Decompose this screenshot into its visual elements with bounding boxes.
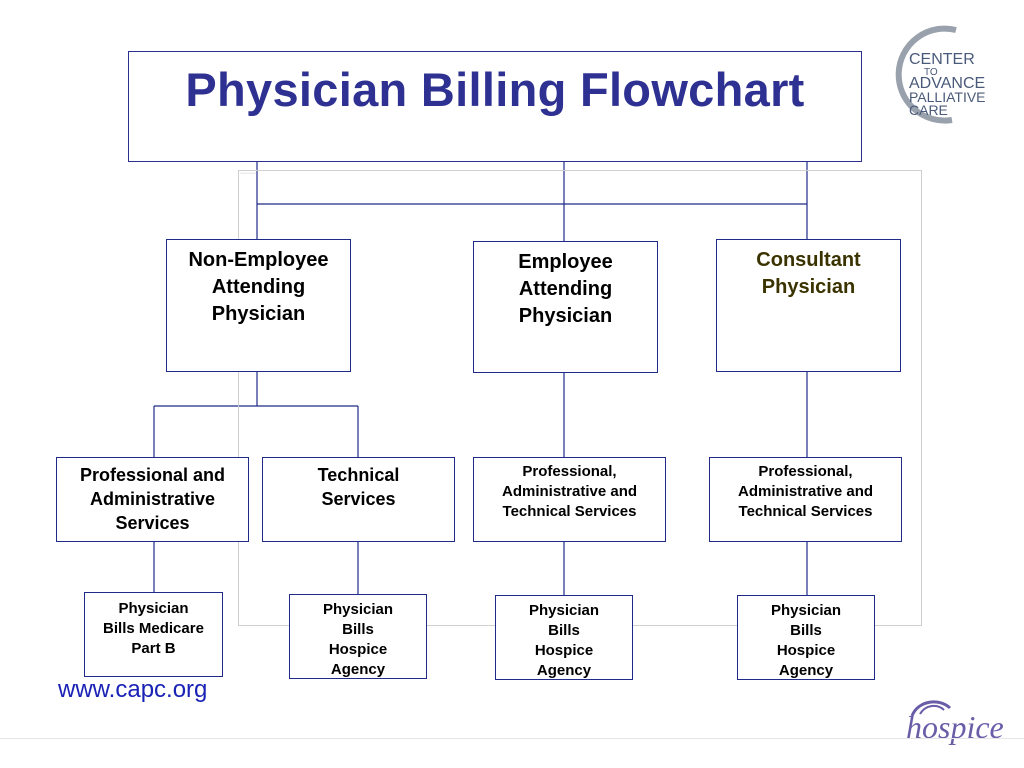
node-label: Physician Bills Hospice Agency bbox=[322, 601, 394, 678]
node-bills-hospice-agency-2: Physician Bills Hospice Agency bbox=[495, 595, 633, 680]
node-label: Consultant Physician bbox=[756, 249, 861, 298]
logo-line-3: ADVANCE bbox=[909, 75, 985, 92]
node-non-employee-attending-physician: Non-Employee Attending Physician bbox=[166, 239, 351, 372]
logo-line-1: CENTER bbox=[909, 51, 975, 68]
node-bills-hospice-agency-3: Physician Bills Hospice Agency bbox=[737, 595, 875, 680]
node-label: Professional and Administrative Services bbox=[79, 465, 226, 533]
hospice-logo-text: hospice bbox=[906, 709, 1004, 745]
broken-image-icon: ▫▫▫▫▫▫▫▫▫ bbox=[240, 171, 256, 177]
logo-line-4: PALLIATIVE bbox=[909, 89, 986, 105]
node-label: Employee Attending Physician bbox=[518, 251, 613, 327]
node-label: Professional, Administrative and Technic… bbox=[737, 463, 874, 520]
node-employee-attending-physician: Employee Attending Physician bbox=[473, 241, 658, 373]
node-label: Professional, Administrative and Technic… bbox=[501, 463, 638, 520]
node-label: Physician Bills Medicare Part B bbox=[103, 600, 204, 657]
footer-divider bbox=[0, 738, 1024, 739]
node-label: Physician Bills Hospice Agency bbox=[528, 602, 600, 679]
node-label: Non-Employee Attending Physician bbox=[188, 249, 329, 325]
title-box: Physician Billing Flowchart bbox=[128, 51, 862, 162]
logo-line-5: CARE bbox=[909, 102, 948, 118]
capc-logo: CENTER TO ADVANCE PALLIATIVE CARE bbox=[894, 24, 1004, 124]
capc-logo-icon: CENTER TO ADVANCE PALLIATIVE CARE bbox=[895, 25, 986, 124]
node-bills-hospice-agency-1: Physician Bills Hospice Agency bbox=[289, 594, 427, 679]
hospice-logo-icon: hospice bbox=[906, 700, 1004, 745]
node-technical-services: Technical Services bbox=[262, 457, 455, 542]
node-professional-administrative-services: Professional and Administrative Services bbox=[56, 457, 249, 542]
node-label: Technical Services bbox=[317, 465, 400, 509]
website-link[interactable]: www.capc.org bbox=[58, 676, 208, 703]
node-pat-services-consultant: Professional, Administrative and Technic… bbox=[709, 457, 902, 542]
hospice-logo: hospice bbox=[904, 694, 1008, 746]
node-label: Physician Bills Hospice Agency bbox=[770, 602, 842, 679]
logo-line-2: TO bbox=[924, 67, 938, 78]
node-bills-medicare-part-b: Physician Bills Medicare Part B bbox=[84, 592, 223, 677]
node-consultant-physician: Consultant Physician bbox=[716, 239, 901, 372]
page-title: Physician Billing Flowchart bbox=[185, 63, 805, 116]
node-pat-services-employee: Professional, Administrative and Technic… bbox=[473, 457, 666, 542]
